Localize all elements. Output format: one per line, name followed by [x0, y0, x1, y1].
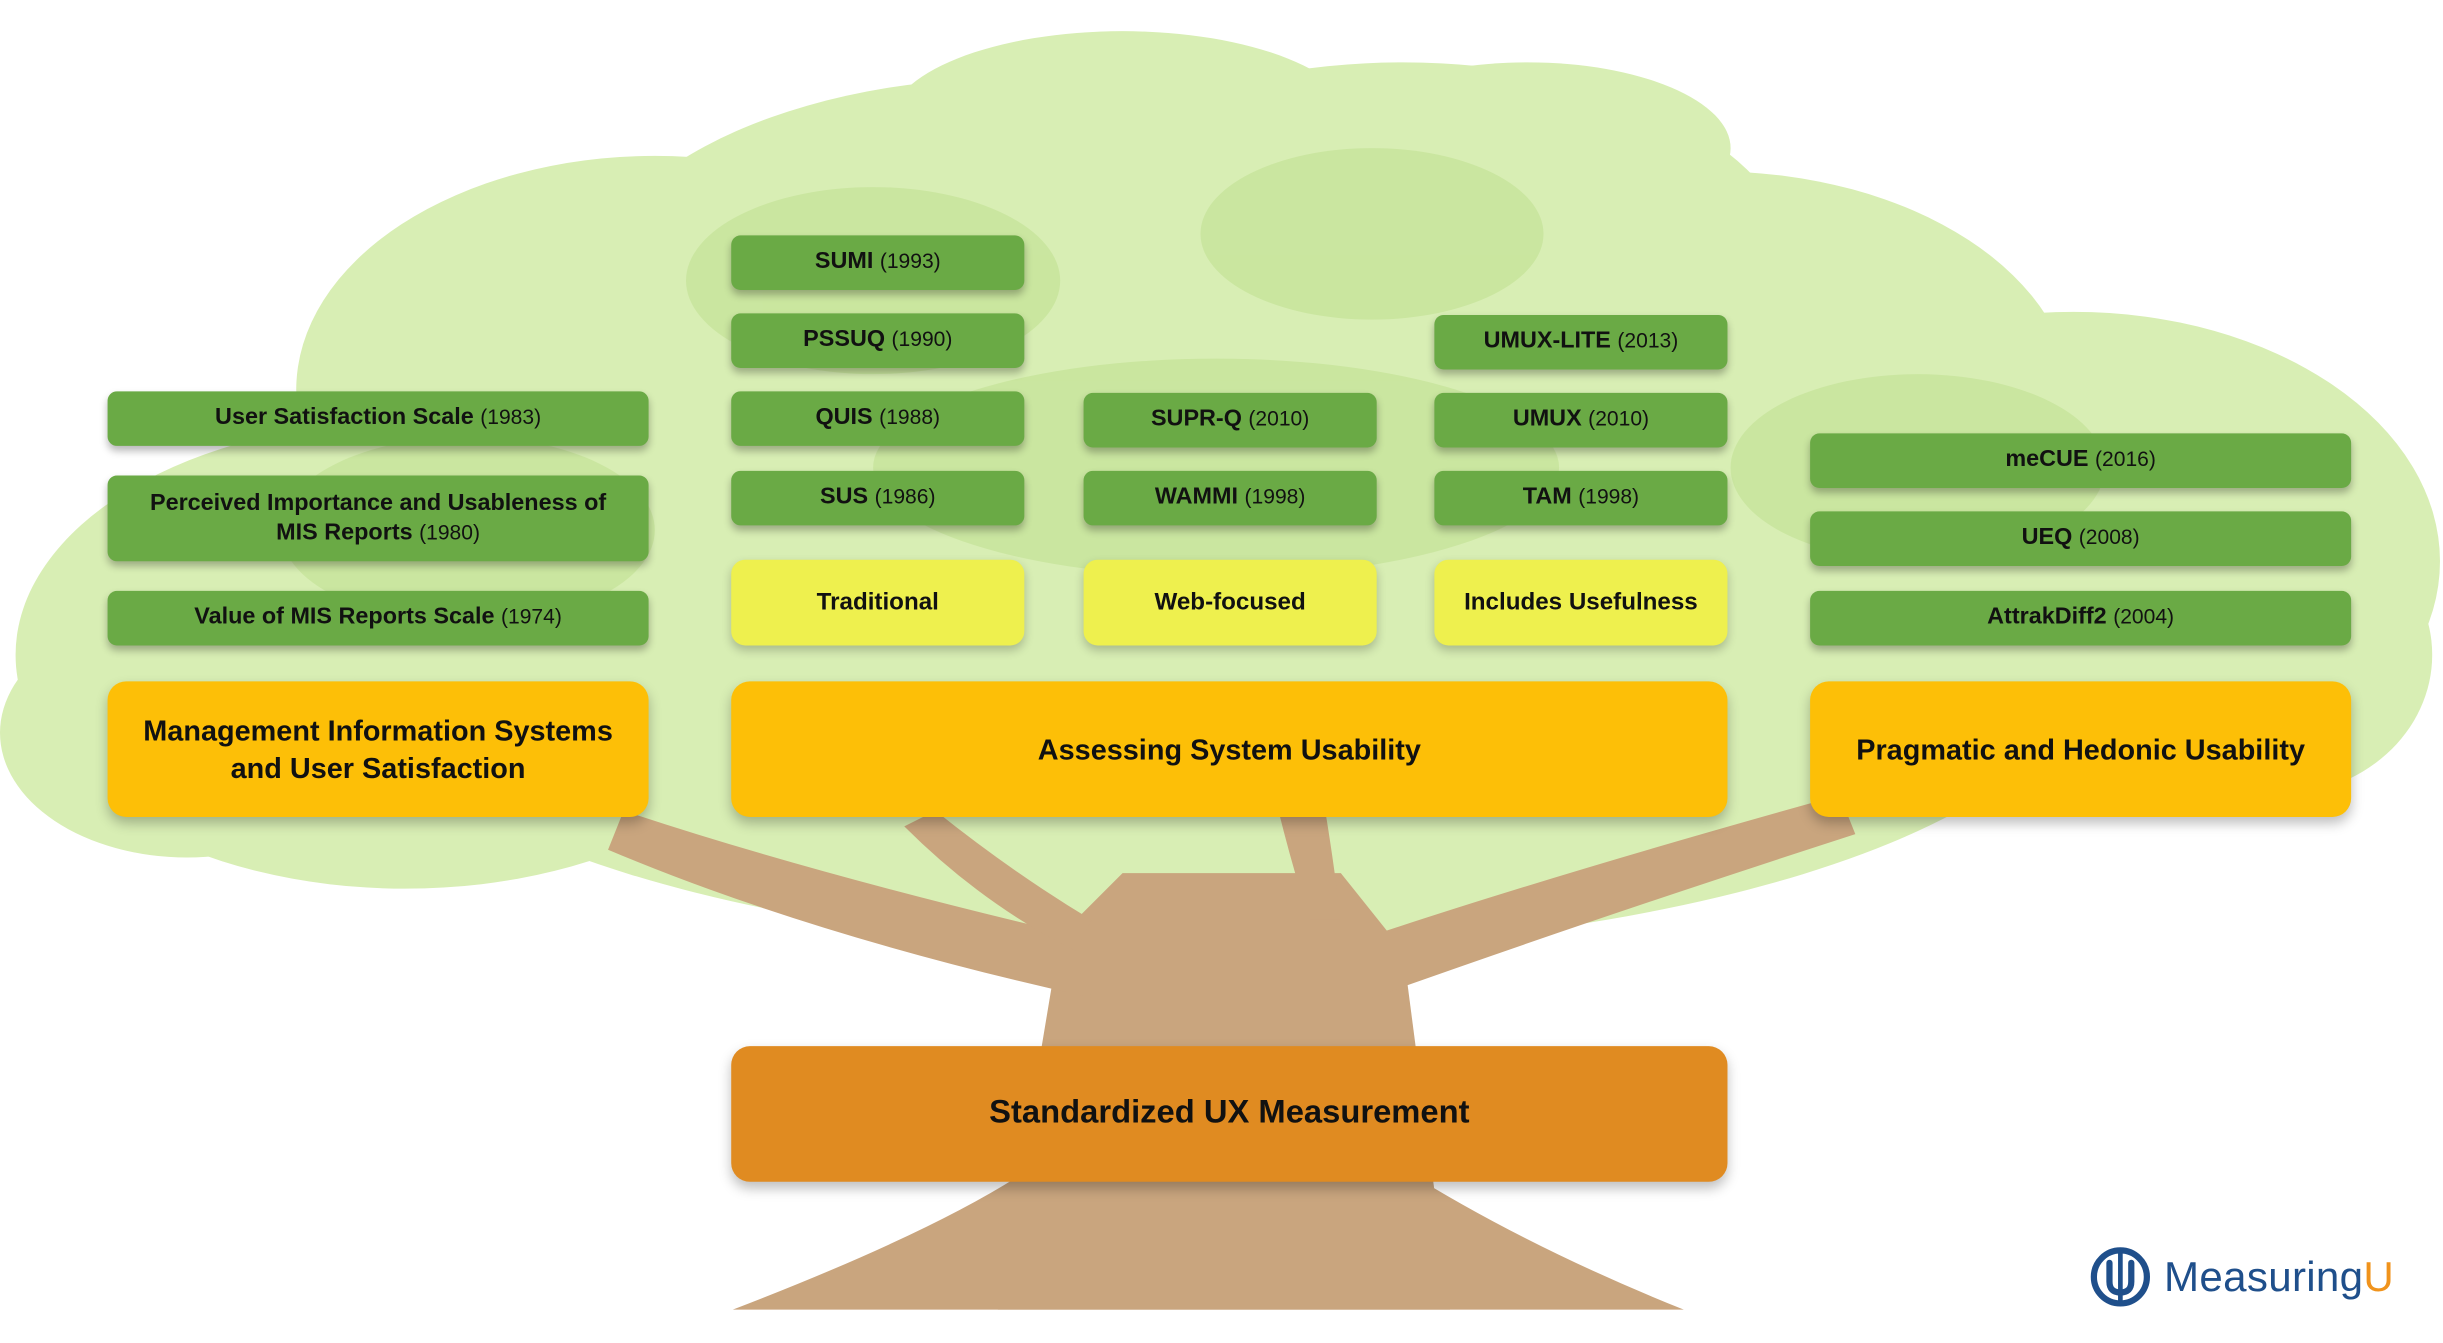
- instrument-year: (1980): [419, 519, 480, 544]
- instrument-tam: TAM (1998): [1434, 470, 1728, 526]
- instrument-year: (1993): [879, 249, 941, 274]
- instrument-quis: QUIS (1988): [731, 391, 1025, 446]
- instrument-name: meCUE: [2005, 446, 2089, 473]
- instrument-name: User Satisfaction Scale: [215, 404, 474, 431]
- subcategory-label: Includes Usefulness: [1464, 589, 1698, 616]
- instrument-name: SUMI: [814, 248, 874, 275]
- instrument-mecue: meCUE (2016): [1810, 433, 2352, 488]
- root-standardized-ux-measurement: Standardized UX Measurement: [731, 1046, 1728, 1182]
- instrument-year: (2016): [2095, 447, 2156, 472]
- instrument-attrakdiff2: AttrakDiff2 (2004): [1810, 590, 2352, 646]
- instrument-year: (2013): [1617, 329, 1679, 353]
- branch-label: Management Information Systems and User …: [143, 714, 613, 784]
- branch-mis-user-satisfaction: Management Information Systems and User …: [107, 681, 649, 817]
- instrument-name: UMUX: [1512, 405, 1582, 433]
- instrument-umux-lite: UMUX-LITE (2013): [1434, 314, 1728, 370]
- instrument-name: Value of MIS Reports Scale: [194, 603, 495, 631]
- instrument-name: SUPR-Q: [1150, 405, 1242, 433]
- instrument-sumi: SUMI (1993): [731, 235, 1025, 290]
- instrument-year: (1998): [1578, 485, 1640, 509]
- instrument-name: AttrakDiff2: [1987, 603, 2107, 631]
- instrument-name: QUIS: [815, 404, 873, 431]
- subcategory-includes-usefulness: Includes Usefulness: [1434, 559, 1728, 646]
- instrument-ueq: UEQ (2008): [1810, 511, 2352, 566]
- instrument-name: PSSUQ: [803, 326, 886, 353]
- instrument-wammi: WAMMI (1998): [1083, 470, 1377, 526]
- instrument-name: SUS: [820, 483, 869, 511]
- instrument-pssuq: PSSUQ (1990): [731, 313, 1025, 368]
- instrument-name: UEQ: [2021, 524, 2073, 551]
- instrument-year: (1986): [874, 485, 936, 509]
- branch-label: Assessing System Usability: [1037, 732, 1421, 766]
- root-label: Standardized UX Measurement: [989, 1095, 1470, 1131]
- instrument-umux: UMUX (2010): [1434, 392, 1728, 448]
- logo-text-main: Measuring: [2164, 1252, 2364, 1300]
- instrument-name: UMUX-LITE: [1483, 327, 1611, 355]
- measuringu-logo: MeasuringU: [2089, 1244, 2394, 1309]
- measuringu-logo-icon: [2090, 1247, 2150, 1307]
- logo-text-accent: U: [2363, 1252, 2395, 1300]
- subcategory-label: Traditional: [816, 589, 939, 616]
- instrument-perceived-importance: Perceived Importance and Usableness of M…: [107, 475, 649, 562]
- measuringu-logo-text: MeasuringU: [2164, 1253, 2394, 1301]
- instrument-name: WAMMI: [1154, 483, 1239, 511]
- instrument-year: (1983): [480, 405, 542, 429]
- instrument-year: (2008): [2078, 525, 2140, 549]
- branch-pragmatic-hedonic-usability: Pragmatic and Hedonic Usability: [1810, 681, 2352, 817]
- instrument-name: Perceived Importance and Usableness of M…: [149, 489, 607, 545]
- subcategory-traditional: Traditional: [731, 559, 1025, 646]
- instrument-year: (2010): [1248, 407, 1310, 431]
- instrument-name: TAM: [1522, 483, 1572, 511]
- instrument-year: (1988): [879, 405, 941, 429]
- instrument-sus: SUS (1986): [731, 470, 1025, 526]
- instrument-year: (1998): [1244, 485, 1306, 509]
- instrument-year: (1990): [891, 327, 953, 351]
- instrument-year: (2004): [2113, 605, 2175, 629]
- branch-assessing-system-usability: Assessing System Usability: [731, 681, 1728, 817]
- branch-label: Pragmatic and Hedonic Usability: [1856, 732, 2306, 766]
- instrument-value-of-mis-reports: Value of MIS Reports Scale (1974): [107, 590, 649, 646]
- instrument-year: (1974): [501, 605, 562, 629]
- subcategory-web-focused: Web-focused: [1083, 559, 1377, 646]
- subcategory-label: Web-focused: [1154, 589, 1306, 616]
- instrument-year: (2010): [1588, 407, 1650, 431]
- instrument-supr-q: SUPR-Q (2010): [1083, 392, 1377, 448]
- instrument-user-satisfaction-scale: User Satisfaction Scale (1983): [107, 391, 649, 446]
